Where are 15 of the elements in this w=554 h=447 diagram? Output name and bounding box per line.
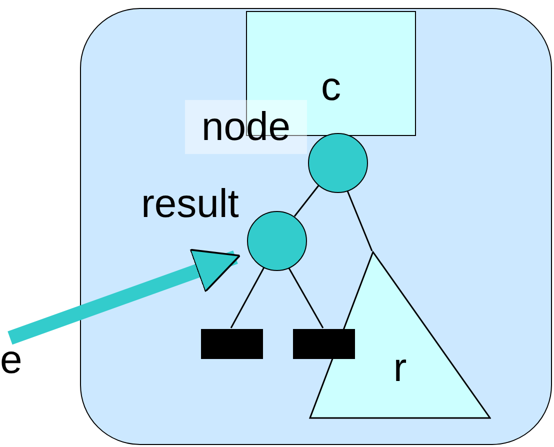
node-label: e — [0, 340, 22, 380]
node-label: c — [321, 67, 341, 107]
node-label: r — [393, 348, 407, 388]
node-caption: result — [140, 181, 240, 227]
leaf-bar — [201, 329, 263, 359]
arrow — [8, 248, 241, 345]
leaf-bar — [293, 329, 355, 359]
connector-line — [288, 266, 324, 328]
container-box — [80, 8, 552, 445]
connector-line — [230, 267, 265, 328]
connector-line — [346, 190, 373, 252]
tree-node-circle — [308, 133, 368, 193]
node-caption: node — [185, 100, 307, 154]
triangle-node — [309, 251, 491, 419]
connector-line — [294, 185, 320, 217]
